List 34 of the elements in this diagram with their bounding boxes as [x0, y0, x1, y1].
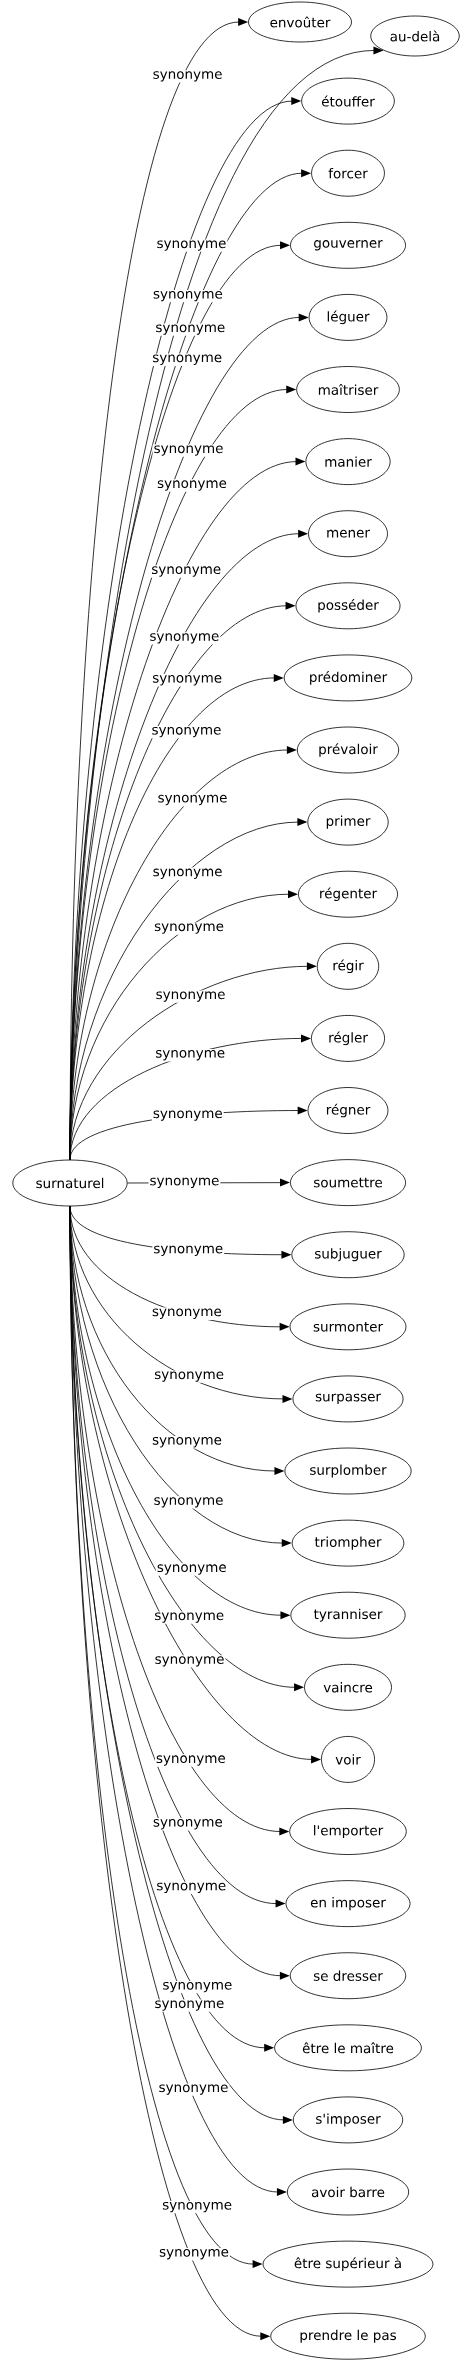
edge-label: synonyme	[151, 1436, 223, 1449]
edge-label: synonyme	[152, 1244, 225, 1257]
edge-label: synonyme	[155, 1563, 228, 1576]
edge-label: synonyme	[151, 1109, 224, 1122]
edge-label: synonyme	[151, 674, 224, 687]
edge-label: synonyme	[150, 1307, 223, 1320]
edge-label: synonyme	[154, 990, 227, 1003]
edge-label: synonyme	[153, 1655, 226, 1668]
edge-label: synonyme	[157, 2083, 230, 2096]
edge-label: synonyme	[148, 632, 221, 645]
edge-label: synonyme	[155, 239, 228, 252]
edge-label: synonyme	[151, 867, 224, 880]
edge-label: synonyme	[154, 323, 227, 336]
edge-label: synonyme	[154, 1754, 227, 1767]
edge-label: synonyme	[158, 2248, 230, 2261]
edge-label: synonyme	[152, 1496, 225, 1509]
edge-label: synonyme	[156, 793, 229, 807]
edge-label: synonyme	[150, 565, 223, 578]
edge-label: synonyme	[155, 1881, 228, 1895]
edge-label: synonyme	[153, 1370, 225, 1383]
edge-label: synonyme	[150, 725, 223, 739]
edge-label: synonyme	[153, 922, 225, 935]
edge-label: synonyme	[161, 1980, 234, 1994]
edge-label: synonyme	[153, 1611, 226, 1624]
edge-label: synonyme	[152, 444, 225, 457]
edge-label: synonyme	[151, 70, 224, 83]
edge-label: synonyme	[151, 289, 224, 303]
edge-label: synonyme	[156, 479, 228, 492]
edge-label: synonyme	[148, 1176, 221, 1190]
edge-label: synonyme	[161, 2200, 233, 2214]
edge-label: synonyme	[153, 1999, 226, 2012]
edge-label: synonyme	[151, 353, 224, 366]
edge-label: synonyme	[154, 1049, 227, 1062]
edge-label: synonyme	[151, 1818, 224, 1831]
